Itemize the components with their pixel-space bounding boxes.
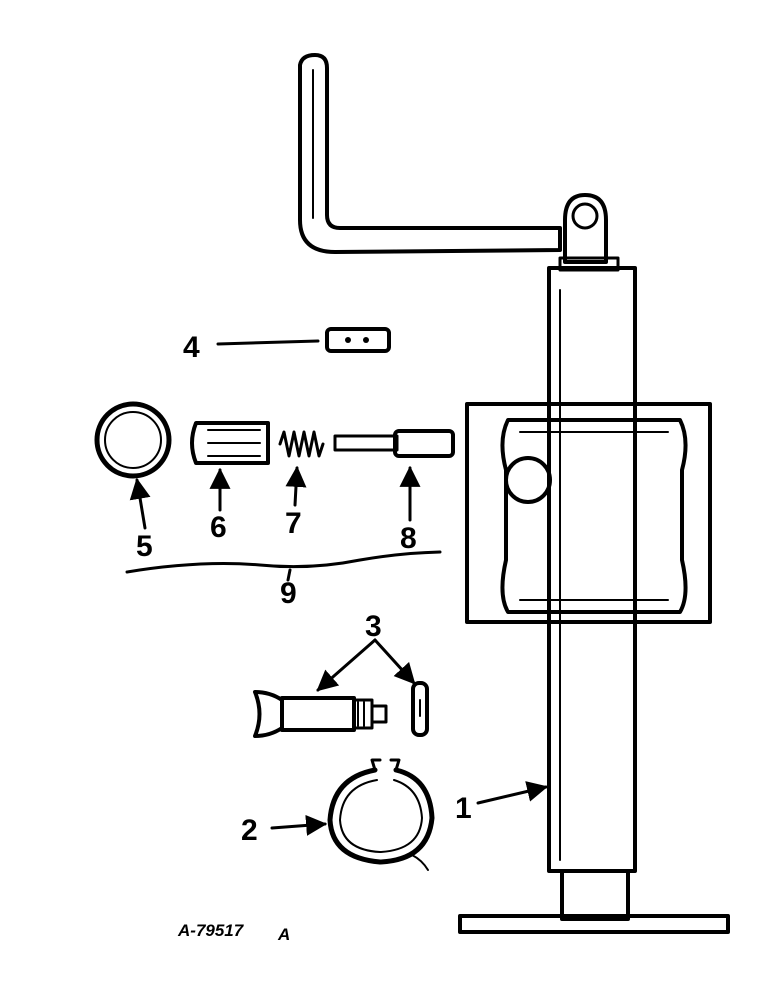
part-7-spring — [278, 430, 325, 507]
mounting-bracket-plate — [465, 402, 712, 624]
callout-9: 9 — [280, 577, 297, 610]
part-1-arrow — [476, 781, 549, 805]
part-9-group-line — [125, 550, 442, 582]
jack-assembly — [298, 53, 730, 934]
jack-tube — [547, 266, 637, 873]
bracket-boss — [504, 456, 552, 504]
callout-4: 4 — [183, 331, 200, 364]
part-3-arrows — [316, 638, 416, 692]
part-3-pin — [253, 690, 388, 738]
part-2-snap-ring — [270, 758, 435, 871]
callout-2: 2 — [241, 814, 258, 847]
bracket-saddle-inner — [519, 431, 669, 601]
part-4-pin — [216, 327, 391, 353]
callout-1: 1 — [455, 792, 472, 825]
drawing-code: A-79517 — [177, 921, 245, 940]
revision-letter: A — [277, 925, 290, 944]
part-6-knob — [190, 421, 270, 512]
callout-5: 5 — [136, 530, 153, 563]
part-3-clip — [411, 681, 429, 737]
hub-bore — [571, 202, 599, 230]
jack-inner-leg — [560, 869, 630, 921]
crank-handle — [298, 53, 562, 254]
callout-6: 6 — [210, 511, 227, 544]
callout-7: 7 — [285, 507, 302, 540]
part-8-plunger — [333, 429, 455, 522]
callout-3: 3 — [365, 610, 382, 643]
jack-foot-plate — [458, 914, 730, 934]
bracket-saddle — [500, 418, 688, 614]
part-5-ring — [94, 401, 172, 530]
handle-hub — [563, 193, 608, 264]
callout-8: 8 — [400, 522, 417, 555]
